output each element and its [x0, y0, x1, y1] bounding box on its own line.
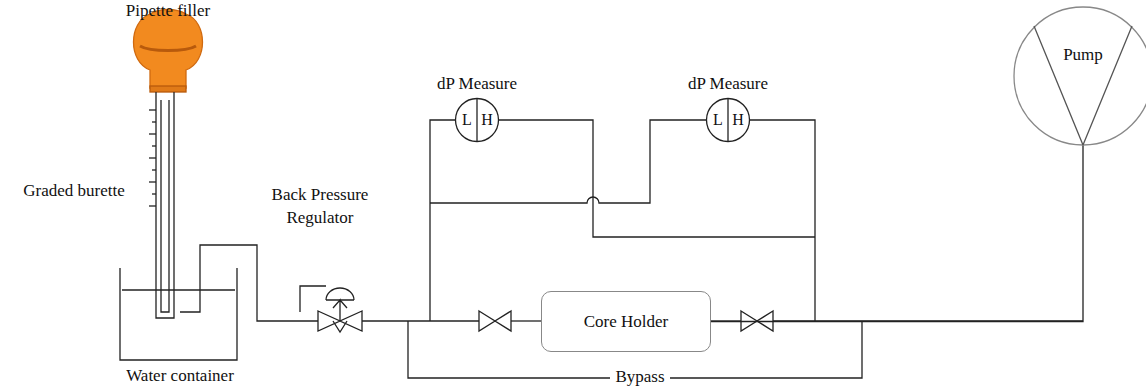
text-label: Graded burette — [4, 180, 144, 203]
port-label: H — [728, 110, 748, 130]
dp-gauge: dP MeasureLH — [455, 98, 499, 142]
text-label: Pipette filler — [118, 0, 218, 23]
gauge-title: dP Measure — [432, 73, 522, 94]
pump-label: Pump — [1013, 44, 1146, 65]
core-holder-box: Core Holder — [541, 291, 711, 352]
pump-circle: Pump — [1013, 6, 1146, 146]
port-label: L — [457, 110, 477, 130]
text-label: Bypass — [610, 366, 670, 388]
pipe-connector — [711, 146, 1083, 322]
core-label: Core Holder — [584, 312, 669, 332]
text-label: Water container — [110, 365, 250, 388]
pump-outline — [1013, 6, 1146, 146]
port-label: L — [708, 110, 728, 130]
dp-gauge: dP MeasureLH — [706, 98, 750, 142]
gauge-title: dP Measure — [683, 73, 773, 94]
text-label: Back Pressure Regulator — [255, 184, 385, 230]
port-label: H — [477, 110, 497, 130]
